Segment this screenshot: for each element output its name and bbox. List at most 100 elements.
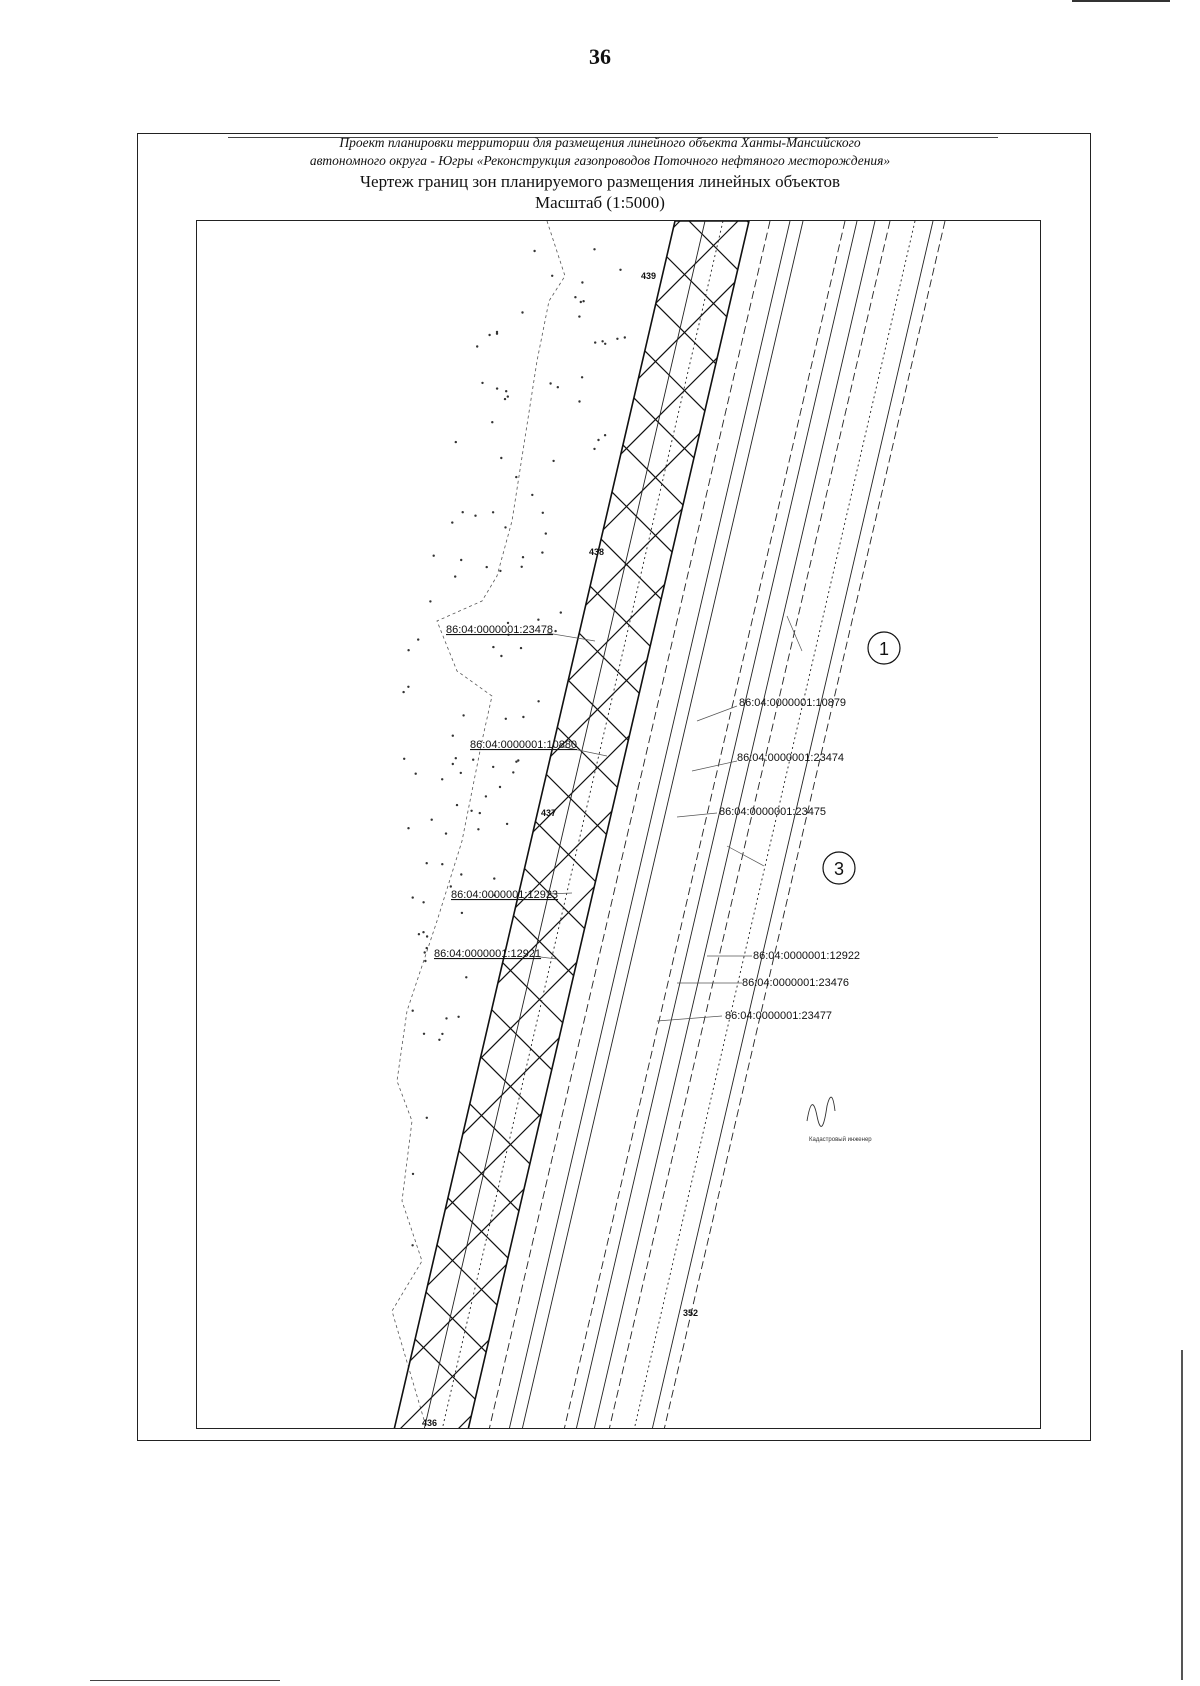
pipeline-line: [442, 221, 724, 1428]
terrain-dot: [403, 757, 406, 760]
pipeline-line: [594, 221, 876, 1428]
terrain-dot: [441, 863, 444, 866]
terrain-dot: [623, 336, 626, 339]
hatch-line: [921, 221, 1041, 1429]
pipeline-line: [576, 221, 858, 1428]
terrain-dot: [491, 421, 494, 424]
terrain-dot: [506, 621, 510, 625]
parcel-label: 86:04:0000001:12922: [753, 950, 860, 962]
terrain-dot: [512, 771, 515, 774]
terrain-dot: [554, 629, 557, 633]
planned-zone-corridor: [393, 221, 1041, 1429]
hatch-line: [394, 221, 749, 1428]
terrain-dot: [478, 811, 481, 815]
hatch-line: [394, 221, 623, 1428]
height-label: 437: [541, 808, 556, 818]
terrain-dot: [411, 896, 414, 899]
terrain-dot: [457, 1015, 460, 1018]
hatch-line: [394, 221, 749, 1428]
page-number: 36: [589, 44, 611, 69]
hatch-line: [979, 221, 1041, 1429]
terrain-dot: [470, 809, 473, 812]
hatch-line: [572, 221, 749, 1428]
terrain-dot: [454, 757, 457, 760]
terrain-dot: [417, 638, 420, 641]
terrain-dot: [578, 315, 581, 318]
terrain-dot: [451, 762, 454, 766]
project-line-1: Проект планировки территории для размеще…: [339, 135, 861, 150]
terrain-dot: [451, 521, 454, 524]
height-label: 352: [683, 1308, 698, 1318]
terrain-dot: [455, 803, 459, 807]
hatch-line: [394, 221, 749, 1428]
hatch-line: [394, 221, 749, 1428]
pipeline-line: [664, 221, 946, 1428]
terrain-dot: [422, 1032, 426, 1035]
terrain-dot: [507, 633, 510, 636]
terrain-dot: [594, 341, 597, 344]
terrain-dot: [441, 1032, 444, 1036]
hatch-line: [394, 221, 749, 1428]
terrain-dot: [551, 274, 554, 277]
terrain-dot: [531, 493, 534, 497]
terrain-dot: [498, 785, 502, 789]
terrain-dot: [515, 475, 518, 479]
terrain-dot: [417, 933, 421, 936]
hatch-line: [514, 221, 749, 1428]
terrain-dot: [429, 600, 432, 603]
hatch-line: [394, 221, 749, 1428]
hatch-line: [688, 221, 749, 1428]
terrain-dot: [603, 434, 607, 437]
terrain-dot: [477, 828, 480, 831]
stamp: Кадастровый инженер: [806, 1096, 872, 1143]
height-markers: 439 438 437 436 352: [422, 271, 698, 1428]
terrain-dot: [499, 569, 502, 573]
hatch-line: [394, 221, 749, 1428]
terrain-dot: [616, 337, 619, 340]
map-frame: 86:04:0000001:23478 86:04:0000001:10880 …: [196, 220, 1041, 1429]
terrain-dot: [476, 345, 479, 348]
hatch-line: [394, 221, 623, 1428]
terrain-dot: [559, 611, 562, 614]
callout-number: 1: [879, 639, 889, 659]
hatch-line: [863, 221, 1041, 1429]
terrain-dot: [460, 911, 464, 915]
terrain-dot: [500, 456, 503, 460]
hatch-line: [746, 221, 749, 1428]
terrain-dot: [407, 827, 410, 830]
hatch-line: [394, 221, 681, 1428]
terrain-dot: [593, 248, 596, 251]
terrain-dot: [504, 526, 507, 529]
terrain-dot: [451, 734, 454, 737]
hatch-line: [398, 221, 749, 1428]
hatch-line: [394, 221, 749, 1428]
pipeline-line: [522, 221, 804, 1428]
hatch-line: [805, 221, 1041, 1429]
hatch-line: [456, 221, 749, 1428]
hatch-line: [805, 221, 1041, 1429]
terrain-dot: [593, 447, 596, 451]
terrain-dot: [505, 822, 509, 826]
hatch-line: [630, 221, 749, 1428]
hatch-line: [394, 221, 565, 1428]
parcel-label: 86:04:0000001:23476: [742, 977, 849, 989]
terrain-dot: [459, 771, 462, 775]
parcel-label: 86:04:0000001:10879: [739, 697, 846, 709]
terrain-dot: [597, 438, 600, 442]
terrain-dot: [411, 1172, 415, 1176]
leader-lines: [531, 615, 803, 1022]
terrain-dot: [533, 249, 536, 253]
terrain-dot: [604, 342, 607, 345]
hatch-line: [394, 221, 749, 1428]
terrain-dot: [411, 1009, 414, 1012]
callout-1: 1: [867, 631, 901, 665]
pipeline-line: [489, 221, 771, 1428]
terrain-dot: [504, 717, 507, 720]
parcel-label: 86:04:0000001:23475: [719, 806, 826, 818]
corridor-hatch: [394, 221, 1041, 1429]
hatch-line: [394, 221, 749, 1428]
terrain-dot: [580, 376, 584, 379]
terrain-dot: [423, 951, 426, 954]
terrain-dot: [441, 778, 444, 781]
terrain-dot: [461, 511, 464, 514]
